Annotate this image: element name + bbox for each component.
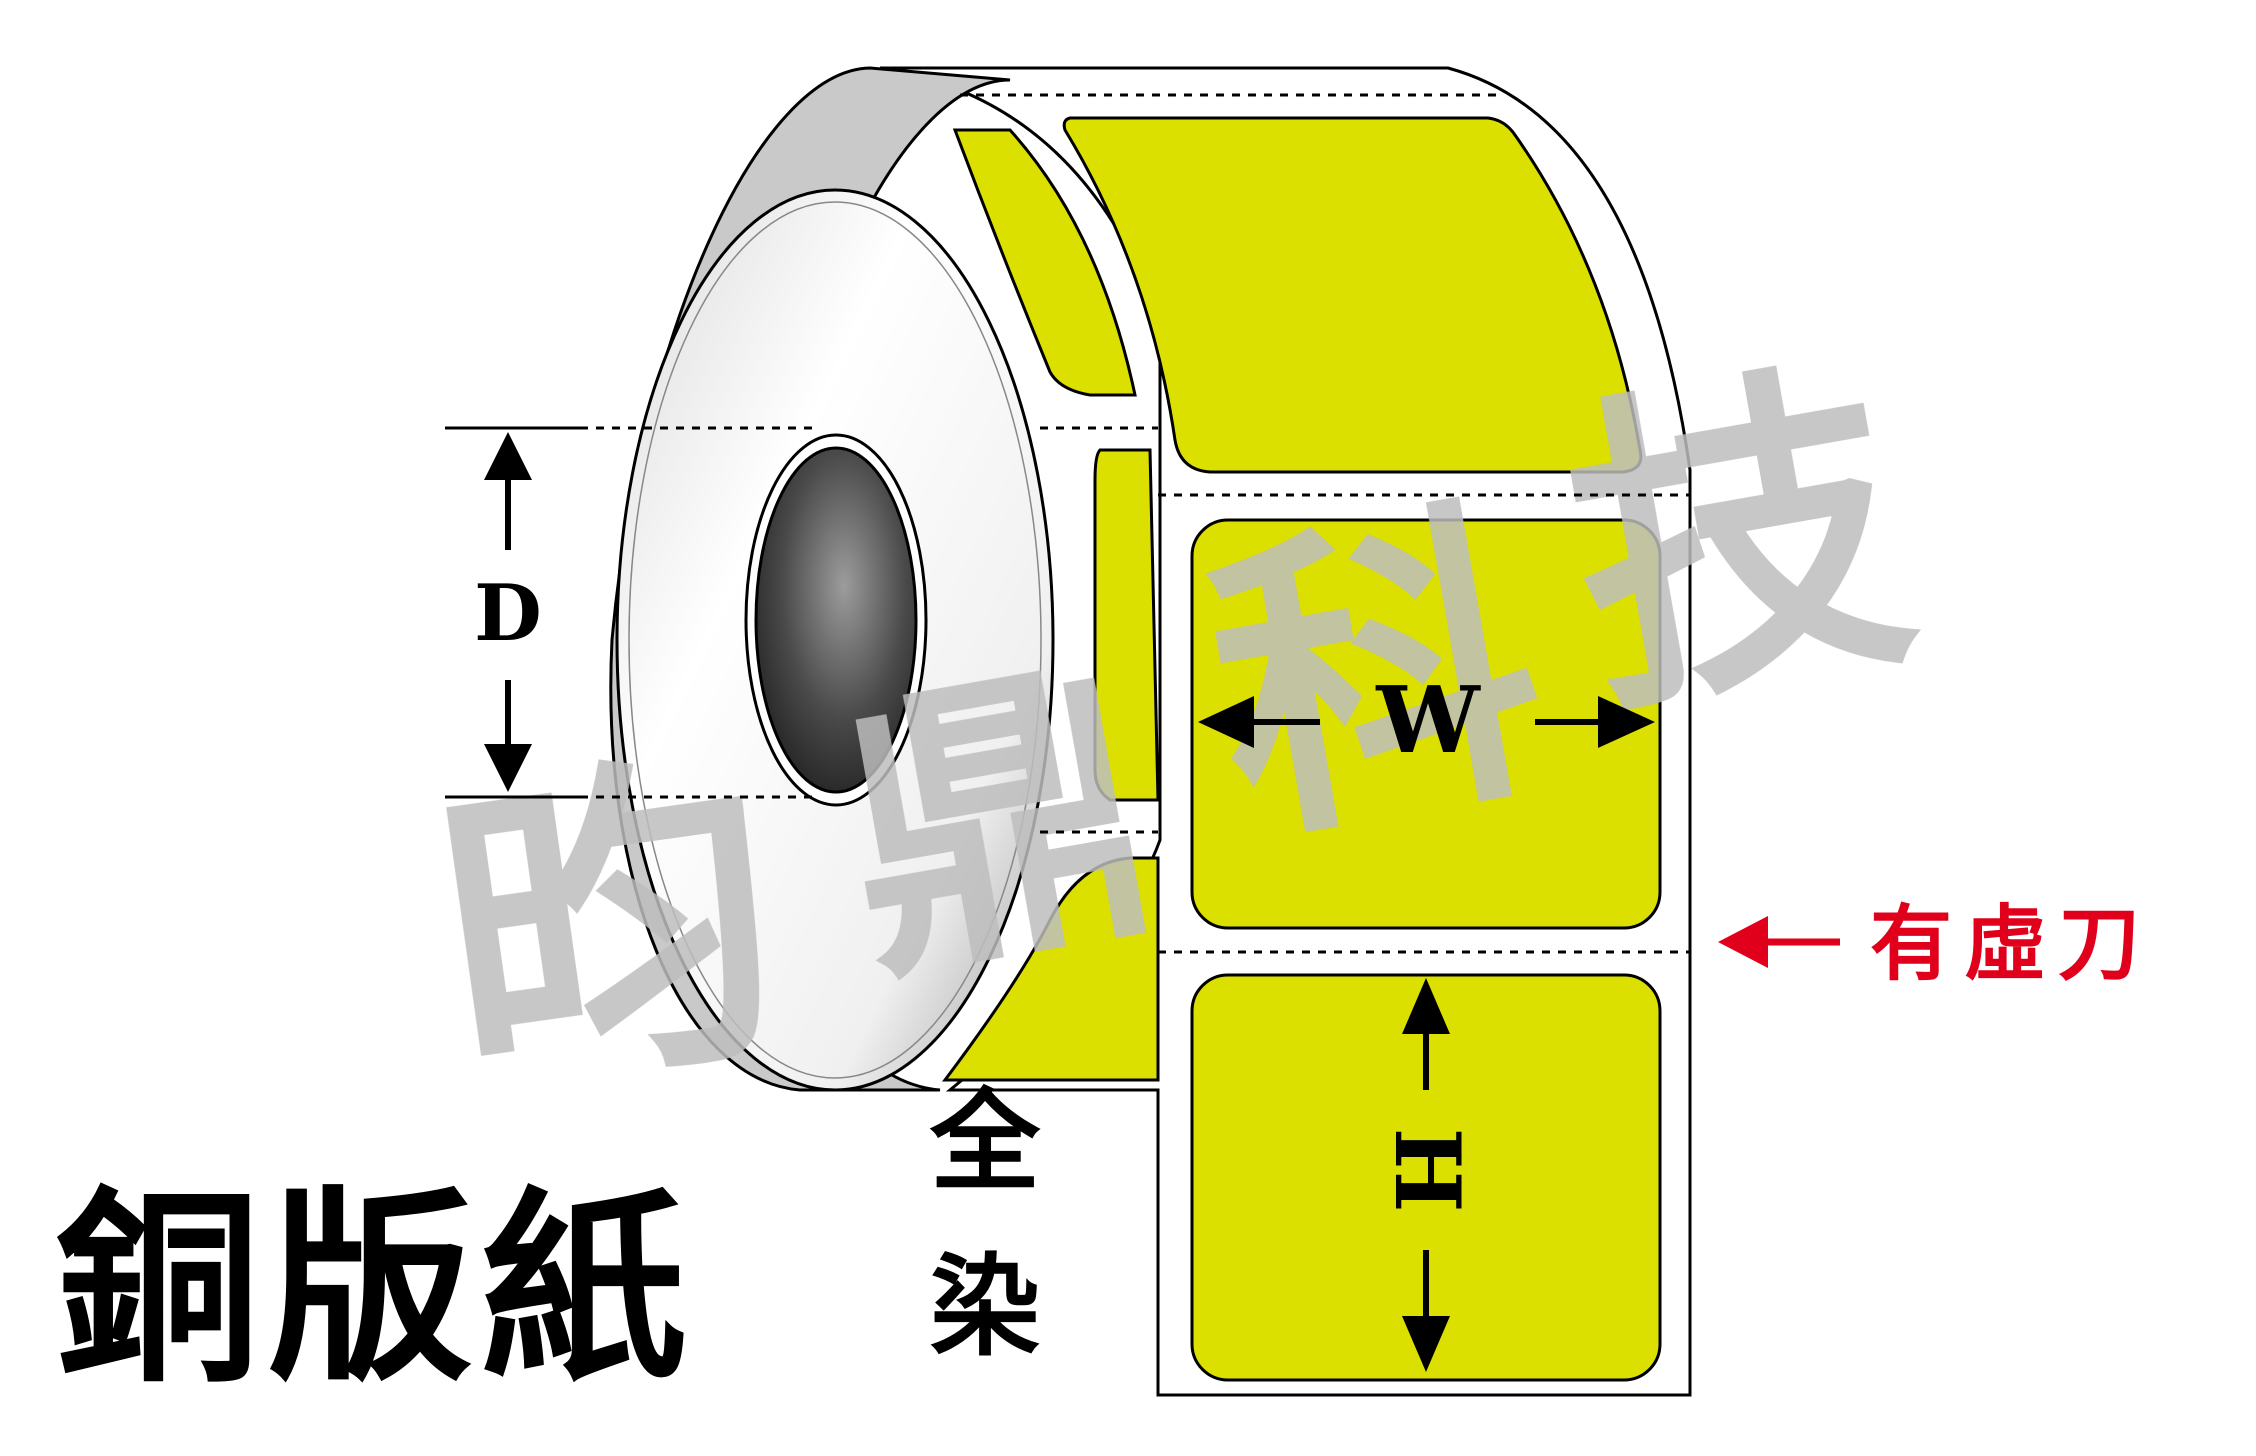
diameter-label: D — [474, 568, 542, 659]
watermark-char-4: 技 — [1543, 321, 1935, 760]
watermark-char-3: 科 — [1186, 464, 1566, 889]
wrapped-label-mid — [1093, 448, 1160, 802]
material-title: 銅版紙 — [55, 1169, 694, 1409]
d-arrowhead-up — [484, 432, 532, 480]
coverage-char-bottom: 染 — [930, 1242, 1040, 1371]
double-arrow-icon: W — [1198, 666, 1655, 774]
left-arrow-icon — [1718, 916, 1840, 968]
label-w — [1190, 518, 1662, 930]
coverage-char-top: 全 — [929, 1077, 1041, 1206]
roll-face-inner-ring — [628, 201, 1042, 1079]
core-hole-icon — [744, 433, 928, 807]
diameter-dimension: D — [474, 432, 542, 792]
height-dimension: H — [1374, 978, 1480, 1372]
flat-labels — [1062, 116, 1662, 1382]
watermark: 昀 鼎 科 技 — [419, 321, 1935, 1142]
wrapped-label-top — [952, 128, 1137, 397]
watermark-char-1: 昀 — [419, 712, 800, 1142]
diameter-extension-lines — [445, 426, 580, 799]
watermark-char-2: 鼎 — [819, 622, 1176, 1022]
height-label: H — [1374, 1127, 1480, 1212]
d-arrowhead-down — [484, 744, 532, 792]
wrapped-labels — [942, 128, 1160, 1082]
die-cut-note: 有虛刀 — [1718, 896, 2152, 992]
label-h — [1190, 973, 1662, 1382]
label-top-partial — [1062, 116, 1643, 474]
die-cut-label: 有虛刀 — [1870, 896, 2152, 992]
wrapped-label-bottom — [942, 856, 1160, 1082]
width-label: W — [1375, 666, 1481, 774]
guide-lines — [580, 93, 1690, 954]
